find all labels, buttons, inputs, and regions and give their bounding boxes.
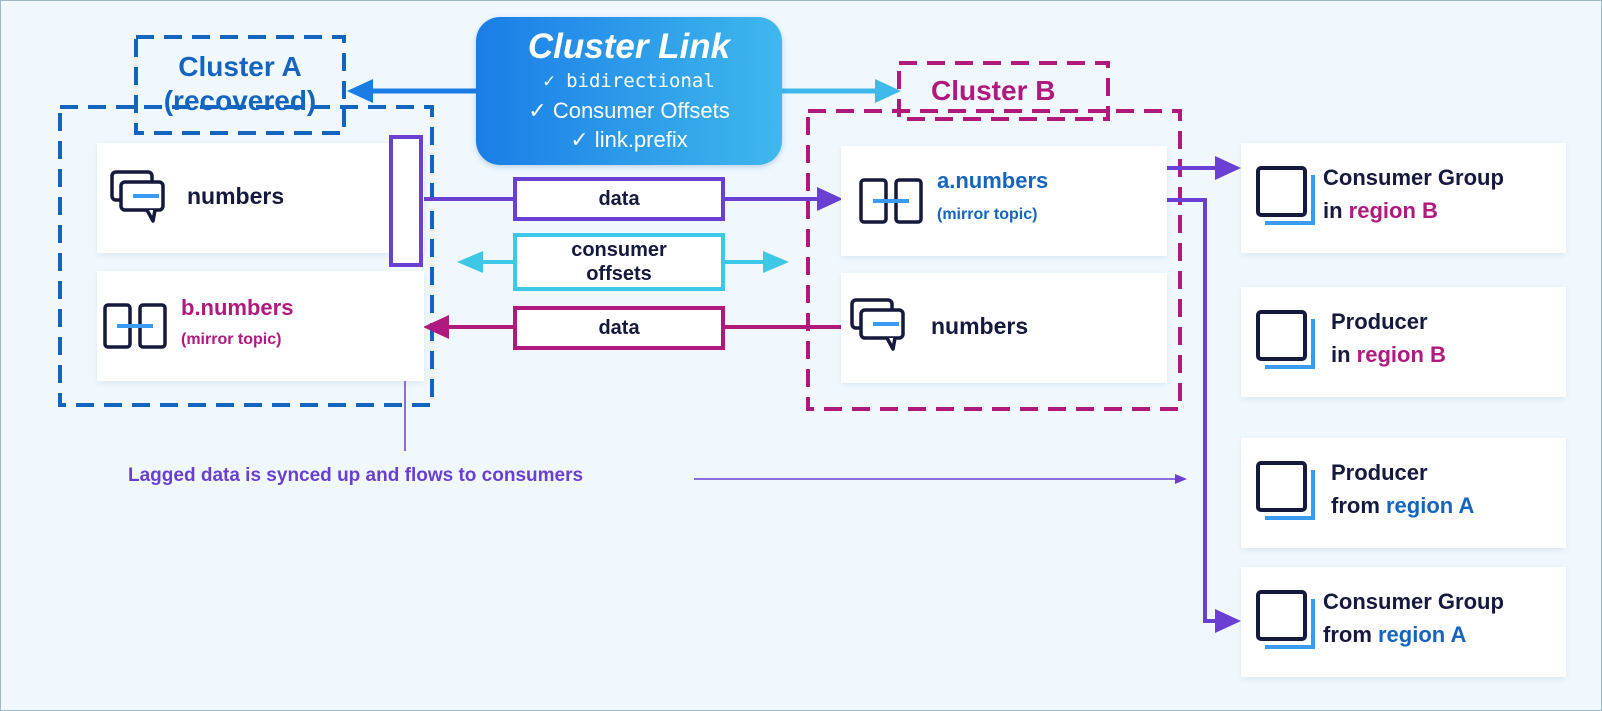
cluster-b-topic-a-numbers-subtitle: (mirror topic) <box>937 206 1038 223</box>
client-producer-region-a[interactable]: Producer from region A <box>1241 438 1566 548</box>
client-producer-region-a-line1: Producer <box>1331 460 1428 485</box>
consumer-offsets-label-line2: offsets <box>586 263 652 285</box>
offsets-arrowhead-right <box>763 251 789 273</box>
cluster-b-frame <box>806 109 1182 411</box>
client-producer-region-b-line1: Producer <box>1331 309 1428 334</box>
consumer-offsets-label-line1: consumer <box>571 239 667 261</box>
data-bottom-label: data <box>598 317 640 339</box>
cluster-a-topic-numbers-card[interactable]: numbers <box>97 143 424 253</box>
cluster-a-title: Cluster A (recovered) <box>139 50 341 118</box>
topic-chat-icon <box>110 170 165 223</box>
client-app-icon <box>1256 590 1315 649</box>
lag-annotation: Lagged data is synced up and flows to co… <box>128 465 584 486</box>
cluster-a-topic-numbers-label: numbers <box>187 183 285 209</box>
topic-chat-icon <box>850 298 905 351</box>
cluster-b-title: Cluster B <box>931 75 1056 106</box>
cluster-link-feature-link-prefix: ✓ link.prefix <box>570 127 688 152</box>
cluster-link-title: Cluster Link <box>527 27 731 66</box>
link-arrowhead-b <box>875 79 901 103</box>
client-app-icon <box>1256 166 1315 225</box>
client-app-icon <box>1256 461 1315 520</box>
data-top-label-box: data <box>513 177 725 221</box>
cluster-b-topic-numbers-label: numbers <box>931 313 1029 339</box>
data-bottom-label-box: data <box>513 306 725 350</box>
client-consumer-group-region-b-line1: Consumer Group <box>1323 165 1504 190</box>
mirror-topic-icon <box>103 303 167 349</box>
cluster-link-box: Cluster Link ✓ bidirectional ✓ Consumer … <box>476 17 782 165</box>
flow-to-consumer-b-arrowhead <box>1215 156 1241 180</box>
annotation-arrowhead <box>1175 474 1187 484</box>
cluster-b-topic-a-numbers-label: a.numbers <box>937 168 1049 193</box>
client-consumer-group-region-b-line2: in region B <box>1323 198 1438 223</box>
cluster-a-title-frame <box>134 35 346 135</box>
client-producer-region-b-line2: in region B <box>1331 342 1446 367</box>
client-app-icon <box>1256 310 1315 369</box>
client-producer-region-b[interactable]: Producer in region B <box>1241 287 1566 397</box>
data-bottom-arrowhead <box>423 315 449 339</box>
data-top-label: data <box>598 188 640 210</box>
client-consumer-group-region-b[interactable]: Consumer Group in region B <box>1241 143 1566 253</box>
cluster-a-frame <box>58 105 434 407</box>
cluster-b-title-frame <box>897 61 1110 121</box>
link-arrowhead-a <box>347 79 373 103</box>
cluster-b-topic-a-numbers-card[interactable]: a.numbers (mirror topic) <box>841 146 1167 256</box>
cluster-a-topic-b-numbers-label: b.numbers <box>181 295 294 320</box>
flow-to-consumer-a-arrowhead <box>1215 609 1241 633</box>
client-consumer-group-region-a-line2: from region A <box>1323 622 1467 647</box>
client-consumer-group-region-a[interactable]: Consumer Group from region A <box>1241 567 1566 677</box>
cluster-a-title-line2: (recovered) <box>163 85 317 116</box>
client-producer-region-a-line2: from region A <box>1331 493 1475 518</box>
consumer-offsets-label-box: consumer offsets <box>513 233 725 291</box>
cluster-link-feature-bidirectional: ✓ bidirectional <box>543 70 715 92</box>
client-consumer-group-region-a-line1: Consumer Group <box>1323 589 1504 614</box>
offsets-arrowhead-left <box>457 251 483 273</box>
cluster-link-feature-consumer-offsets: ✓ Consumer Offsets <box>528 98 730 123</box>
cluster-a-title-line1: Cluster A <box>178 51 302 82</box>
lag-buffer-marker <box>389 135 423 267</box>
data-top-arrowhead <box>817 187 843 211</box>
flow-to-consumer-a-line <box>1166 198 1217 623</box>
cluster-b-topic-numbers-card[interactable]: numbers <box>841 273 1167 383</box>
cluster-a-topic-b-numbers-card[interactable]: b.numbers (mirror topic) <box>97 271 424 381</box>
cluster-a-topic-b-numbers-subtitle: (mirror topic) <box>181 331 282 348</box>
mirror-topic-icon <box>859 178 923 224</box>
